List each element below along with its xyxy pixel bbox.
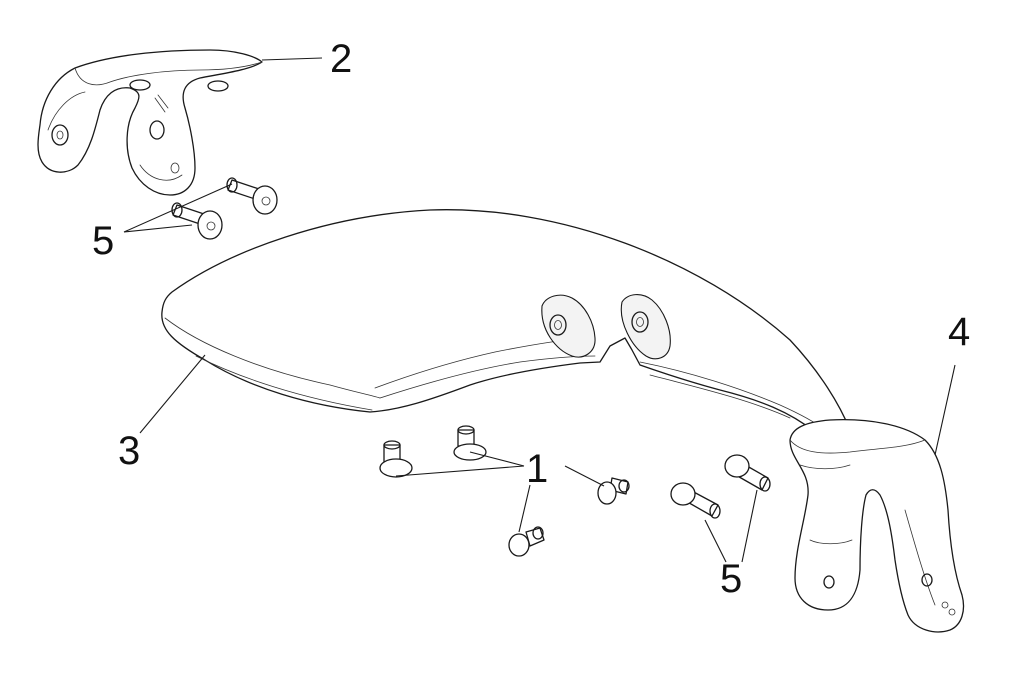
screw-part-1-c xyxy=(597,477,630,505)
bracket-part-2 xyxy=(37,49,263,196)
callout-part-2: 2 xyxy=(330,37,352,81)
callout-part-3: 3 xyxy=(118,429,140,473)
screw-part-1-d xyxy=(508,526,545,557)
callout-part-4: 4 xyxy=(948,310,970,354)
bracket-part-4 xyxy=(789,419,965,633)
screw-part-5-right-b xyxy=(724,454,771,492)
screw-part-5-lower xyxy=(171,202,223,240)
leader-lines xyxy=(123,57,956,563)
callout-part-1: 1 xyxy=(526,447,548,491)
screw-part-5-upper xyxy=(226,177,278,215)
callout-part-5-left: 5 xyxy=(92,219,114,263)
screw-part-5-right-a xyxy=(670,482,721,519)
screw-part-1-a xyxy=(379,440,413,478)
callout-part-5-right: 5 xyxy=(720,557,742,601)
screw-part-1-b xyxy=(453,425,487,461)
windscreen-part-3 xyxy=(161,209,851,433)
